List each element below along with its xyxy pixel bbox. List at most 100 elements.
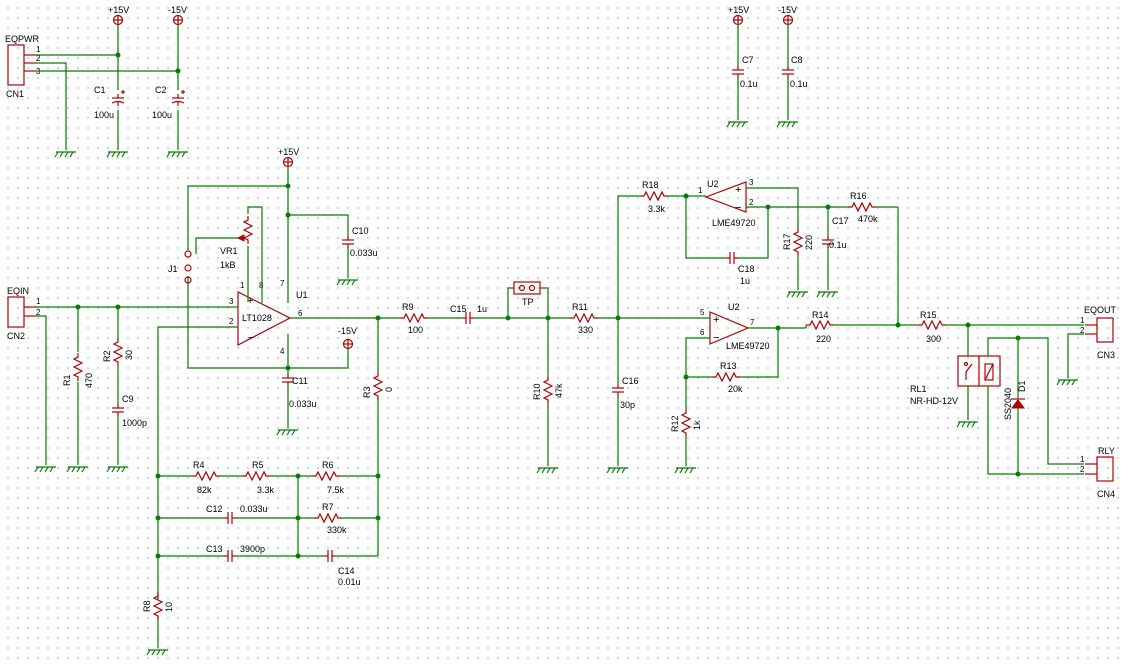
c11-value: 0.033u [289,399,317,409]
c13-ref: C13 [206,544,223,554]
c18-ref: C18 [738,264,755,274]
c2-value: 100u [152,110,172,120]
u2b-ref: U2 [728,302,740,312]
c7-ref: C7 [742,55,754,65]
svg-text:+: + [735,184,741,196]
r8-ref: R8 [142,600,152,612]
cn4-pin2: 2 [1080,465,1085,474]
r12-ref: R12 [670,415,680,432]
r2-resistor: R2 30 [102,337,134,367]
cn2-pin1: 1 [36,297,41,306]
r12-value: 1k [692,420,702,430]
c1-capacitor: C1 100u [94,85,126,120]
svg-text:+: + [247,295,253,307]
c10-capacitor: C10 0.033u [341,226,378,258]
svg-text:+: + [713,314,719,326]
c8-ref: C8 [791,55,803,65]
r12-resistor: R12 1k [670,408,702,438]
r5-resistor: R5 3.3k [241,460,275,495]
c16-value: 30p [620,400,635,410]
svg-text:−: − [735,202,741,214]
u1-part: LT1028 [242,313,272,323]
c9-capacitor: C9 1000p [111,394,147,428]
tp-test-point: TP [513,281,541,307]
cn4-pin1: 1 [1080,455,1085,464]
cn4-ref: CN4 [1097,489,1115,499]
r4-ref: R4 [193,460,205,470]
r8-value: 10 [164,602,174,612]
c11-capacitor: C11 0.033u [281,373,317,409]
u2b-pin6: 6 [700,328,705,337]
c15-ref: C15 [450,304,467,314]
c16-capacitor: C16 30p [611,376,639,410]
r11-ref: R11 [572,302,588,312]
cn2-connector: EQIN CN2 1 2 [7,286,41,341]
rl1-relay: RL1 NR-HD-12V [910,325,1001,428]
cn1-ref: CN1 [6,89,24,99]
u1-pin6: 6 [298,309,303,318]
relay-output-wiring [987,333,1084,477]
r6-ref: R6 [322,460,334,470]
cn2-pin2: 2 [36,308,41,317]
c7-value: 0.1u [740,79,758,89]
c10-value: 0.033u [350,248,378,258]
r1-ref: R1 [62,374,72,386]
c14-ref: C14 [338,566,355,576]
cn3-pin2: 2 [1080,326,1085,335]
u2b-part: LME49720 [726,341,770,351]
r11-value: 330 [578,325,593,335]
r9-value: 100 [408,325,423,335]
r8-resistor: R8 10 [142,591,174,621]
r2-ref: R2 [102,350,112,362]
c18-capacitor: C18 1u [725,251,755,286]
c13-capacitor: C13 3900p [206,544,265,563]
cn4-name: RLY [1098,446,1115,456]
r18-ref: R18 [642,180,659,190]
c17-ref: C17 [832,216,849,226]
cn1-connector: EQPWR CN1 1 2 3 [5,34,41,99]
cn1-wiring: +15V -15V [36,5,189,158]
d1-part: SS2040 [1003,388,1013,420]
r16-ref: R16 [850,191,867,201]
r5-ref: R5 [252,460,264,470]
r11-resistor: R11 330 [569,302,599,335]
r17-resistor: R17 220 [782,227,814,257]
c13-value: 3900p [240,544,265,554]
c2-capacitor: C2 100u [152,85,186,120]
cn2-ref: CN2 [7,331,25,341]
r5-value: 3.3k [257,485,275,495]
c15-value: 1u [477,304,487,314]
u2b-pin7: 7 [750,318,755,327]
u1-wiring: +15V -15V [157,147,378,600]
svg-text:−: − [248,332,254,344]
vr1-trimmer: VR1 1kB [220,215,253,270]
r6-value: 7.5k [327,485,345,495]
r18-resistor: R18 3.3k [639,180,669,214]
r14-resistor: R14 220 [805,310,835,344]
c2-ref: C2 [155,85,167,95]
r16-value: 470k [858,214,878,224]
u2a-opamp: +− U2 LME49720 3 2 1 [698,178,756,228]
u1-opamp: +− LT1028 U1 3 2 6 7 4 1 8 [229,279,308,356]
r15-ref: R15 [920,310,937,320]
cn2-name: EQIN [7,286,29,296]
c15-capacitor: C15 1u [450,304,487,325]
c12-value: 0.033u [240,504,268,514]
u2b-wiring [674,317,1084,474]
c17-value: 0.1u [829,240,847,250]
middle-wiring [378,195,700,474]
u1-supply-neg: -15V [338,326,357,336]
r3-resistor: R3 0 [362,371,394,401]
rl1-part: NR-HD-12V [910,396,958,406]
u2a-pin3: 3 [749,178,754,187]
cn1-pin1: 1 [36,45,41,54]
r17-value: 220 [804,235,814,250]
c7-supply: +15V [728,5,749,15]
cn1-pin2: 2 [36,54,41,63]
c11-ref: C11 [292,376,308,386]
c14-value: 0.01u [338,577,361,587]
cn4-connector: RLY CN4 1 2 [1080,446,1115,499]
c12-ref: C12 [206,504,223,514]
c1-value: 100u [94,110,114,120]
r16-resistor: R16 470k [847,191,878,224]
